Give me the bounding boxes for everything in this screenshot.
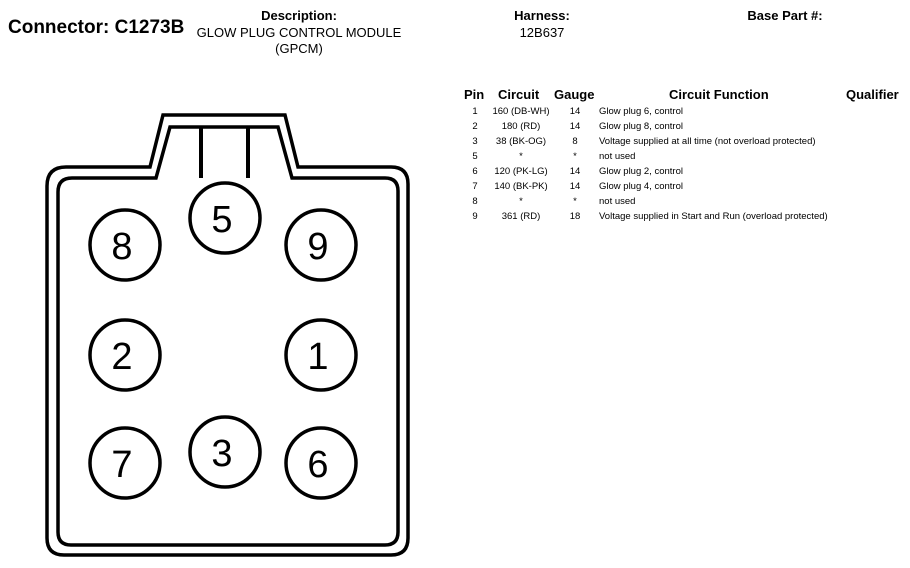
description-line-2: (GPCM) [275, 41, 323, 56]
cell-pin: 7 [472, 181, 478, 192]
connector-housing-inner [56, 125, 400, 547]
cell-pin: 6 [472, 166, 478, 177]
connector-housing-outer [45, 113, 410, 557]
cell-pin: 5 [472, 151, 478, 162]
cell-function: not used [599, 151, 636, 162]
pin-label-1: 1 [307, 336, 328, 378]
cell-circuit: 180 (RD) [501, 121, 541, 132]
cell-gauge: * [573, 151, 577, 162]
description-line-1: GLOW PLUG CONTROL MODULE [196, 25, 402, 40]
cell-function: Voltage supplied in Start and Run (overl… [599, 211, 828, 222]
cell-gauge: * [573, 196, 577, 207]
cell-pin: 3 [472, 136, 478, 147]
pin-label-8: 8 [111, 226, 132, 268]
pin-cavity-5: 5 [188, 181, 262, 255]
pin-label-6: 6 [307, 444, 328, 486]
cell-function: not used [599, 196, 636, 207]
table-row: 8 * * not used [460, 196, 900, 211]
base-part-heading: Base Part #: [747, 8, 823, 23]
table-row: 6 120 (PK-LG) 14 Glow plug 2, control [460, 166, 900, 181]
cell-circuit: 120 (PK-LG) [494, 166, 548, 177]
pin-label-9: 9 [307, 226, 328, 268]
table-row: 1 160 (DB-WH) 14 Glow plug 6, control [460, 106, 900, 121]
col-header-function: Circuit Function [669, 87, 769, 102]
pin-cavity-2: 2 [88, 318, 162, 392]
cell-pin: 9 [472, 211, 478, 222]
col-header-gauge: Gauge [554, 87, 595, 102]
pin-cavity-3: 3 [188, 415, 262, 489]
cell-pin: 2 [472, 121, 478, 132]
pin-cavity-1: 1 [284, 318, 358, 392]
table-row: 9 361 (RD) 18 Voltage supplied in Start … [460, 211, 900, 226]
harness-heading: Harness: [514, 8, 570, 23]
cell-circuit: * [519, 151, 523, 162]
table-row: 5 * * not used [460, 151, 900, 166]
cell-function: Glow plug 8, control [599, 121, 683, 132]
cell-function: Glow plug 6, control [599, 106, 683, 117]
cell-circuit: 38 (BK-OG) [495, 136, 547, 147]
cell-function: Glow plug 4, control [599, 181, 683, 192]
cell-gauge: 14 [569, 181, 581, 192]
col-header-qualifier: Qualifier [846, 87, 899, 102]
cell-gauge: 18 [569, 211, 581, 222]
connector-title: Connector: C1273B [8, 17, 185, 38]
col-header-circuit: Circuit [498, 87, 540, 102]
table-row: 3 38 (BK-OG) 8 Voltage supplied at all t… [460, 136, 900, 151]
pin-label-7: 7 [111, 444, 132, 486]
pin-label-2: 2 [111, 336, 132, 378]
cell-circuit: 160 (DB-WH) [492, 106, 550, 117]
pin-label-5: 5 [211, 199, 232, 241]
table-row: 7 140 (BK-PK) 14 Glow plug 4, control [460, 181, 900, 196]
col-header-pin: Pin [464, 87, 485, 102]
harness-value: 12B637 [519, 25, 565, 40]
pin-cavity-8: 8 [88, 208, 162, 282]
cell-circuit: 140 (BK-PK) [494, 181, 548, 192]
cell-circuit: 361 (RD) [501, 211, 541, 222]
cell-circuit: * [519, 196, 523, 207]
cell-function: Glow plug 2, control [599, 166, 683, 177]
cell-pin: 1 [472, 106, 478, 117]
description-value: GLOW PLUG CONTROL MODULE (GPCM) [190, 25, 408, 57]
cell-gauge: 14 [569, 106, 581, 117]
pin-cavity-6: 6 [284, 426, 358, 500]
cell-pin: 8 [472, 196, 478, 207]
cell-function: Voltage supplied at all time (not overlo… [599, 136, 816, 147]
pin-cavity-9: 9 [284, 208, 358, 282]
pin-cavity-7: 7 [88, 426, 162, 500]
pin-label-3: 3 [211, 433, 232, 475]
connector-face-diagram: 5 8 9 2 1 3 7 6 [45, 113, 410, 557]
table-row: 2 180 (RD) 14 Glow plug 8, control [460, 121, 900, 136]
description-heading: Description: [261, 8, 337, 23]
cell-gauge: 8 [572, 136, 578, 147]
cell-gauge: 14 [569, 166, 581, 177]
cell-gauge: 14 [569, 121, 581, 132]
